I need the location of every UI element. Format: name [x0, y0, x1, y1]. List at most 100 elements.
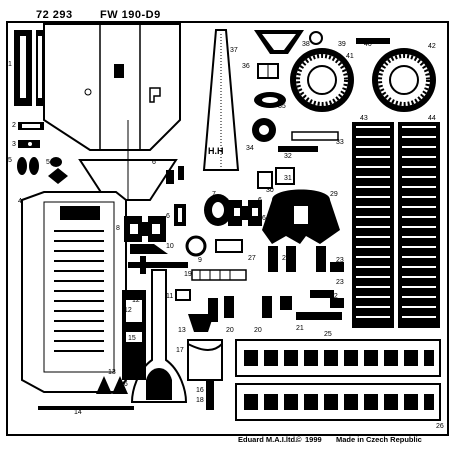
- part-number-label: 43: [360, 115, 368, 122]
- part-24-28: [268, 246, 326, 272]
- part-37: H.H: [202, 29, 240, 171]
- part-15: [126, 350, 136, 376]
- part-5-small: [48, 168, 68, 184]
- part-number-label: 6: [262, 215, 266, 222]
- part-25-upper: [235, 339, 441, 377]
- part-number-label: 16: [120, 381, 128, 388]
- part-number-label: 1: [8, 61, 12, 68]
- part-number-label: 42: [428, 43, 436, 50]
- part-number-label: 20: [226, 327, 234, 334]
- part-7: [204, 194, 232, 226]
- part-36: [257, 63, 279, 79]
- part-number-label: 25: [324, 331, 332, 338]
- part-number-label: 13: [108, 369, 116, 376]
- part-20: [224, 296, 292, 318]
- part-18: [188, 314, 214, 332]
- part-8: [124, 216, 166, 242]
- part-29-seat: [262, 189, 340, 244]
- part-38-cup: [254, 30, 304, 54]
- part-19: [191, 269, 247, 281]
- part-number-label: 10: [166, 243, 174, 250]
- part-6-right: [228, 200, 262, 226]
- part-number-label: 5: [46, 159, 50, 166]
- part-5-pair: [50, 157, 62, 167]
- part-14: [38, 406, 134, 410]
- part-number-label: 17: [176, 347, 184, 354]
- part-number-label: 15: [128, 335, 136, 342]
- part-41-disc: [290, 48, 354, 112]
- part-number-label: 7: [212, 191, 216, 198]
- part-16: [206, 380, 214, 410]
- part-number-label: 12: [124, 307, 132, 314]
- part-number-label: 8: [116, 225, 120, 232]
- catalog-number: 72 293: [36, 9, 73, 21]
- part-26: [208, 298, 218, 322]
- part-number-label: 20: [254, 327, 262, 334]
- part-number-label: 23: [336, 257, 344, 264]
- wing-panel-upper: [43, 23, 181, 151]
- part-number-label: 3: [12, 141, 16, 148]
- part-number-label: 14: [74, 409, 82, 416]
- part-number-label: 33: [336, 139, 344, 146]
- part-40: [356, 38, 390, 44]
- part-12: [122, 290, 146, 380]
- part-number-label: 32: [284, 153, 292, 160]
- part-number-label: 24: [272, 235, 280, 242]
- part-number-label: 19: [184, 271, 192, 278]
- part-number-label: 21: [296, 325, 304, 332]
- part-43: [352, 122, 394, 328]
- part-number-label: 5: [8, 157, 12, 164]
- year: 1999: [305, 435, 322, 444]
- part-number-label: 27: [248, 255, 256, 262]
- part-6-left: [174, 204, 186, 226]
- part-6-frame: [78, 120, 178, 201]
- origin: Made in Czech Republic: [336, 435, 422, 444]
- part-9: [185, 235, 207, 257]
- part-number-label: 36: [242, 63, 250, 70]
- part-30: [257, 171, 273, 189]
- part-35: [254, 92, 286, 108]
- part-13: [96, 376, 128, 394]
- part-number-label: 30: [266, 187, 274, 194]
- maker-name: Eduard M.A.I.ltd.: [238, 435, 297, 444]
- part-number-label: 6: [258, 197, 262, 204]
- part-5-clip: [175, 289, 191, 301]
- part-44: [398, 122, 440, 328]
- part-4: [21, 191, 127, 393]
- part-number-label: 6: [152, 159, 156, 166]
- part-2: [18, 122, 44, 130]
- part-11: [128, 256, 188, 274]
- part-23: [330, 262, 344, 308]
- part-number-label: 40: [364, 41, 372, 48]
- part-number-label: 11: [166, 293, 173, 300]
- part-number-label: 31: [284, 175, 292, 182]
- part-42-disc: [372, 48, 436, 112]
- part-number-label: 13: [178, 327, 186, 334]
- part-number-label: 28: [282, 255, 290, 262]
- part-33: [291, 131, 339, 141]
- part-27: [215, 239, 243, 253]
- part-31: [275, 167, 295, 185]
- part-6-clip: [166, 166, 184, 184]
- part-number-label: 44: [428, 115, 436, 122]
- part-number-label: 34: [246, 145, 254, 152]
- part-number-label: 23: [336, 279, 344, 286]
- part-number-label: 18: [196, 397, 204, 404]
- part-number-label: 29: [330, 191, 338, 198]
- part-number-label: 6: [166, 213, 170, 220]
- part-16-stand: [130, 269, 188, 403]
- part-3: [18, 140, 40, 148]
- model-name: FW 190-D9: [100, 9, 161, 21]
- part-number-label: 9: [198, 257, 202, 264]
- emblem-lettering: H.H: [208, 146, 224, 156]
- part-number-label: 38: [302, 41, 310, 48]
- copyright-symbol: ©: [296, 435, 302, 444]
- fret-border: [6, 21, 449, 436]
- part-number-label: 22: [330, 293, 338, 300]
- part-number-label: 12: [132, 297, 140, 304]
- part-number-label: 4: [18, 198, 22, 205]
- part-5-left: [17, 157, 39, 175]
